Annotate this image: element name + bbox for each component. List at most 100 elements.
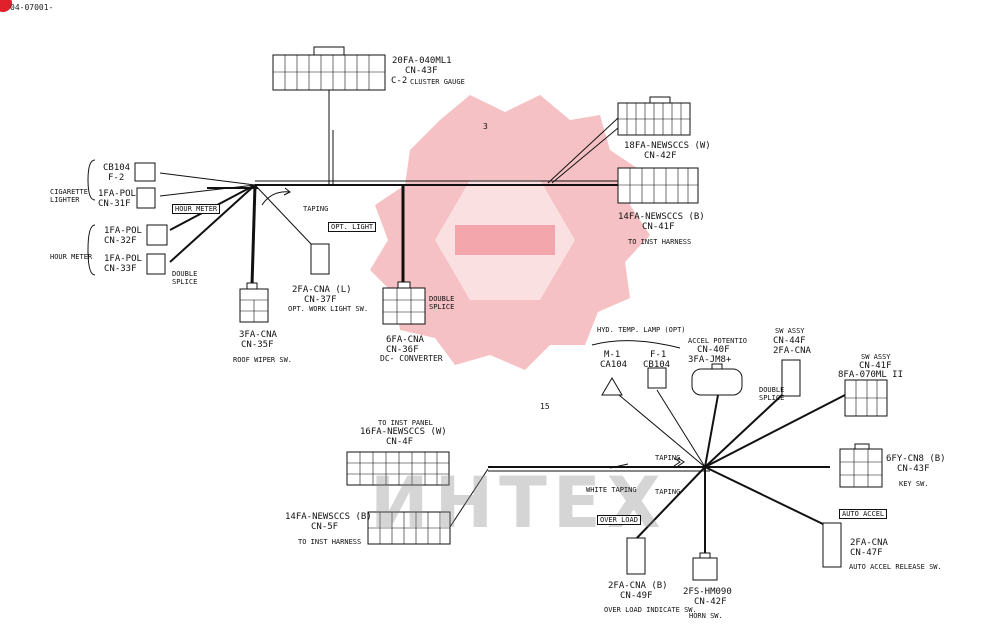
watermark-inner (435, 180, 575, 300)
connector-cb104-f1 (647, 367, 667, 389)
cn35f-cn: CN-35F (241, 340, 274, 350)
watermark-inner-bar (455, 225, 555, 255)
double-splice-center: DOUBLE SPLICE (429, 295, 455, 312)
ca104-name: M-1 (604, 350, 621, 360)
cn32f-cn: CN-32F (104, 236, 137, 246)
connector-cn49f (626, 537, 646, 575)
horn-name: 2FS-HM090 (683, 587, 732, 597)
cn47f-desc: AUTO ACCEL RELEASE SW. (849, 563, 942, 571)
auto-accel-tag: AUTO ACCEL (839, 509, 888, 520)
cn40f-desc: ACCEL POTENTIO (688, 337, 748, 345)
connector-cn43f-cluster (272, 46, 386, 91)
cn42f-cn: CN-42F (644, 151, 677, 161)
connector-cn37f (310, 243, 330, 275)
cn35f-name: 3FA-CNA (239, 330, 277, 340)
horn-cn: CN-42F (694, 597, 727, 607)
cn37f-name: 2FA-CNA (L) (292, 285, 352, 295)
connector-cn36f (382, 281, 426, 325)
cn31f-name: 1FA-POL (98, 189, 136, 199)
document-id: 04-07001- (10, 3, 54, 12)
cn37f-cn: CN-37F (304, 295, 337, 305)
cn43f-key-name: 6FY-CN8 (B) (886, 454, 946, 464)
cn4f-desc: TO INST PANEL (378, 419, 433, 427)
ca104-cn: CA104 (600, 360, 628, 370)
cn43f-sub: C-2 (391, 76, 408, 86)
cn49f-name: 2FA-CNA (B) (608, 581, 668, 591)
white-taping-note: WHITE TAPING (586, 486, 637, 494)
cn41f-cn: CN-41F (642, 222, 675, 232)
hour-meter-tag: HOUR METER (172, 204, 221, 215)
double-splice-left: DOUBLE SPLICE (172, 270, 198, 287)
cn33f-cn: CN-33F (104, 264, 137, 274)
cn40f-name: 3FA-JM8+ (688, 355, 732, 365)
cn47f-name: 2FA-CNA (850, 538, 888, 548)
cn49f-cn: CN-49F (620, 591, 653, 601)
cn41f-right-cn: CN-41F (859, 361, 892, 371)
taping-note-bottom: TAPING (655, 488, 681, 496)
cn37f-desc: OPT. WORK LIGHT SW. (288, 305, 369, 313)
cn47f-cn: CN-47F (850, 548, 883, 558)
cn42f-name: 18FA-NEWSCCS (W) (624, 141, 711, 151)
cn43f-desc: CLUSTER GAUGE (410, 78, 465, 86)
corner-badge (0, 0, 12, 12)
connector-cn4f (346, 451, 450, 486)
cn43f-name: 20FA-040ML1 (392, 56, 452, 66)
cn44f-cn: CN-44F (773, 336, 806, 346)
cn49f-desc: OVER LOAD INDICATE SW. (604, 606, 697, 614)
connector-cn5f (367, 511, 451, 545)
connector-cn35f (239, 282, 269, 323)
connector-cn40f (691, 363, 743, 396)
over-load-tag: OVER LOAD (597, 515, 641, 526)
cn4f-name: 16FA-NEWSCCS (W) (360, 427, 447, 437)
cn43f-key-cn: CN-43F (897, 464, 930, 474)
connector-cn42f-horn (692, 552, 718, 581)
cn44f-name: 2FA-CNA (773, 346, 811, 356)
cn41f-name: 14FA-NEWSCCS (B) (618, 212, 705, 222)
wire-number-3: 3 (483, 122, 488, 131)
cn41f-desc: TO INST HARNESS (628, 238, 692, 246)
opt-light-tag: OPT. LIGHT (328, 222, 377, 233)
cn36f-name: 6FA-CNA (386, 335, 424, 345)
cn40f-cn: CN-40F (697, 345, 730, 355)
hour-meter-label: HOUR METER (50, 253, 93, 261)
cb104b-name: F-1 (650, 350, 667, 360)
cn31f-cn: CN-31F (98, 199, 131, 209)
connector-ca104 (601, 377, 623, 396)
cigarette-lighter-label: CIGARETTE LIGHTER (50, 188, 88, 205)
cb104b-cn: CB104 (643, 360, 671, 370)
cn43f-cn: CN-43F (405, 66, 438, 76)
cn5f-name: 14FA-NEWSCCS (B) (285, 512, 372, 522)
wire-number-15: 15 (540, 402, 550, 411)
cn5f-desc: TO INST HARNESS (298, 538, 362, 546)
connector-cn44f (781, 359, 801, 397)
connector-cn42f-newsccs-w (617, 96, 691, 136)
cb104-cn: F-2 (108, 173, 125, 183)
cn35f-desc: ROOF WIPER SW. (233, 356, 293, 364)
cn33f-name: 1FA-POL (104, 254, 142, 264)
taping-note-upper: TAPING (303, 205, 329, 213)
horn-desc: HORN SW. (689, 612, 723, 620)
cn36f-desc: DC- CONVERTER (380, 354, 443, 363)
connector-cn32f (146, 224, 168, 246)
connector-cn41f-newsccs-b (617, 167, 699, 204)
cb104-name: CB104 (103, 163, 131, 173)
cn5f-cn: CN-5F (311, 522, 339, 532)
cn32f-name: 1FA-POL (104, 226, 142, 236)
watermark-text: ИНТЕХ (370, 462, 667, 544)
double-splice-right: DOUBLE SPLICE (759, 386, 785, 403)
taping-note-lower: TAPING (655, 454, 681, 462)
cn36f-cn: CN-36F (386, 345, 419, 355)
cn41f-right-desc: SW ASSY (861, 353, 891, 361)
connector-cb104-f2 (134, 162, 156, 182)
cn44f-desc: SW ASSY (775, 327, 805, 335)
connector-cn47f (822, 522, 842, 568)
cn41f-right-name: 8FA-070ML II (838, 370, 904, 380)
connector-cn33f (146, 253, 166, 275)
cn4f-cn: CN-4F (386, 437, 414, 447)
connector-cn41f-sw-assy (844, 379, 888, 417)
connector-cn31f (136, 187, 156, 209)
hyd-temp-lamp-label: HYD. TEMP. LAMP (OPT) (597, 326, 686, 334)
connector-cn43f-key (839, 443, 883, 488)
cn43f-key-desc: KEY SW. (899, 480, 929, 488)
